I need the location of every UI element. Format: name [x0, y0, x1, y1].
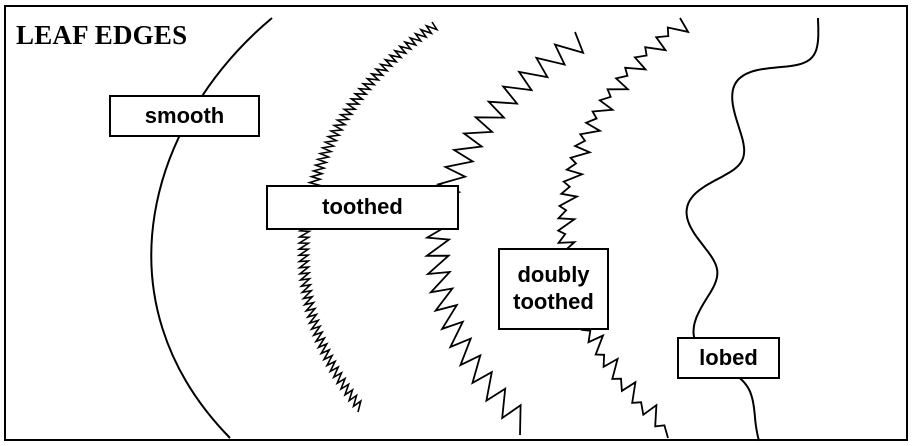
label-doubly-toothed: doubly toothed — [498, 248, 609, 330]
label-doubly-line1: doubly — [517, 262, 590, 288]
toothed-edge-curve-large — [424, 31, 585, 436]
doubly-toothed-edge-curve — [556, 17, 690, 439]
diagram-title: LEAF EDGES — [16, 20, 188, 50]
diagram-border — [4, 5, 908, 441]
smooth-edge-curve — [150, 17, 273, 439]
label-toothed: toothed — [266, 185, 459, 230]
label-smooth-text: smooth — [144, 102, 225, 128]
label-smooth: smooth — [109, 95, 260, 137]
label-toothed-text: toothed — [322, 194, 403, 220]
label-lobed: lobed — [677, 337, 780, 379]
label-doubly-line2: toothed — [513, 289, 594, 314]
label-lobed-text: lobed — [699, 344, 758, 370]
